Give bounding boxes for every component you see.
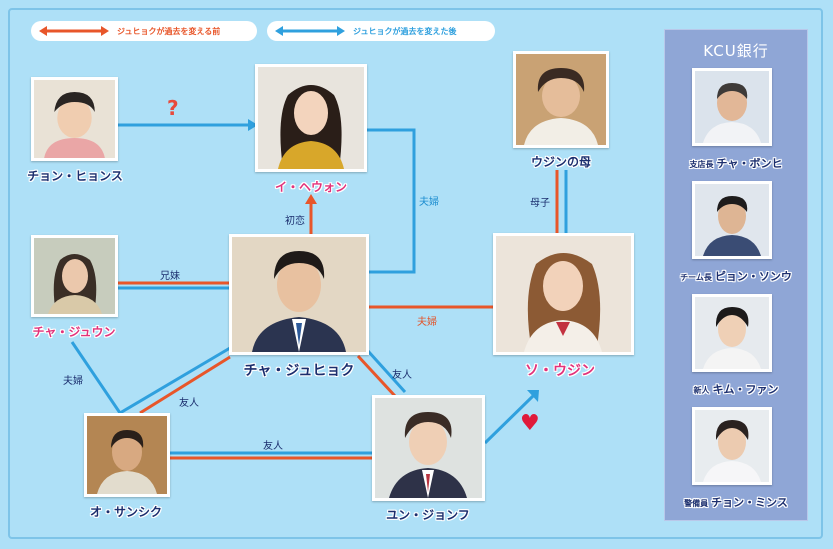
line-friend-juhyuk-jonghu-red <box>356 354 397 398</box>
name-ujin: ソ・ウジン <box>525 363 595 379</box>
bank-member-1-name: チャ・ボンヒ <box>716 157 783 170</box>
double-arrow-icon <box>39 26 109 36</box>
double-arrow-icon <box>275 26 345 36</box>
photo-ujin <box>493 233 634 355</box>
photo-bank-member-1 <box>692 68 772 146</box>
question-mark: ? <box>167 96 179 120</box>
name-jonghu: ユン・ジョンフ <box>386 508 470 522</box>
line-friend-juhyuk-jonghu-blue <box>366 349 407 394</box>
name-hyunsu: チョン・ヒョンス <box>27 169 123 183</box>
photo-hyunsu <box>31 77 118 161</box>
photo-jueun <box>31 235 118 317</box>
name-ujin-mother: ウジンの母 <box>530 155 592 169</box>
arrowhead-jonghu-ujin <box>527 390 539 402</box>
legend-after: ジュヒョクが過去を変えた後 <box>267 21 495 41</box>
name-juhyuk: チャ・ジュヒョク <box>243 363 355 379</box>
line-couple-after <box>366 128 416 274</box>
relation-mother-child: 母子 <box>530 198 550 209</box>
bank-title: KCU銀行 <box>703 42 769 60</box>
bank-member-3-name: キム・ファン <box>712 383 779 396</box>
photo-hewon <box>255 64 367 172</box>
diagram-frame <box>8 8 823 539</box>
legend-after-label: ジュヒョクが過去を変えた後 <box>353 26 457 36</box>
arrowhead-first-love <box>305 194 317 204</box>
relation-friend-juhyuk-sansik: 友人 <box>179 398 199 409</box>
photo-sansik <box>84 413 170 497</box>
bank-member-2-name: ピョン・ソンウ <box>714 270 792 283</box>
arrowhead-hyunsu-hewon <box>248 119 258 131</box>
line-jonghu-ujin <box>483 394 535 445</box>
relation-couple-jueun-sansik: 夫婦 <box>63 376 83 387</box>
photo-jonghu <box>372 395 485 501</box>
photo-juhyuk <box>229 234 369 355</box>
photo-bank-member-3 <box>692 294 772 372</box>
name-sansik: オ・サンシク <box>89 505 163 519</box>
bank-member-4-name: チョン・ミンス <box>711 496 788 509</box>
relation-couple-after: 夫婦 <box>419 197 439 208</box>
bank-member-1: 支店長チャ・ボンヒ <box>690 152 783 171</box>
bank-member-4-role: 警備員 <box>684 499 709 508</box>
bank-member-2-role: チーム長 <box>680 273 712 282</box>
bank-member-4: 警備員チョン・ミンス <box>684 491 788 510</box>
bank-member-3-role: 新人 <box>693 386 710 395</box>
line-couple-jueun-sansik <box>70 341 122 414</box>
heart-icon: ♥ <box>520 411 540 436</box>
name-hewon: イ・ヘウォン <box>274 180 348 194</box>
relation-first-love: 初恋 <box>285 216 305 227</box>
photo-bank-member-2 <box>692 181 772 259</box>
name-jueun: チャ・ジュウン <box>32 325 116 339</box>
relation-friend-juhyuk-jonghu: 友人 <box>392 370 412 381</box>
bank-member-2: チーム長ピョン・ソンウ <box>680 265 792 284</box>
legend-before: ジュヒョクが過去を変える前 <box>31 21 257 41</box>
relation-siblings: 兄妹 <box>160 271 180 282</box>
relation-couple-before: 夫婦 <box>417 317 437 328</box>
line-friend-juhyuk-sansik-blue <box>119 346 231 415</box>
line-friend-juhyuk-sansik-red <box>139 355 231 415</box>
photo-bank-member-4 <box>692 407 772 485</box>
photo-ujin-mother <box>513 51 609 148</box>
bank-member-1-role: 支店長 <box>689 160 714 169</box>
bank-member-3: 新人キム・ファン <box>694 378 779 397</box>
legend-before-label: ジュヒョクが過去を変える前 <box>117 26 221 36</box>
relation-friend-sansik-jonghu: 友人 <box>263 441 283 452</box>
